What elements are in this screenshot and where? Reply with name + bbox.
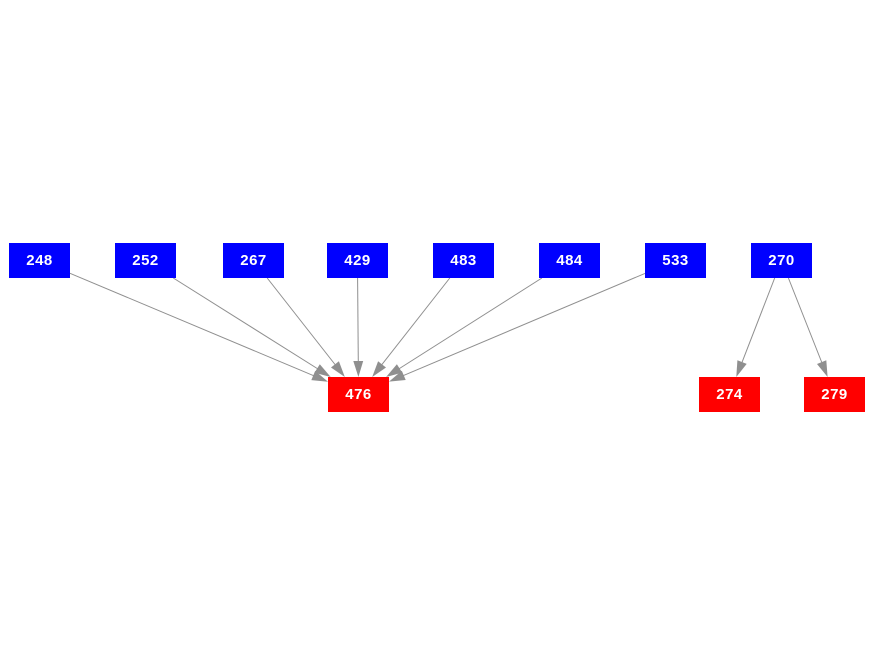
edge-arrowhead [386, 364, 403, 377]
edge-line [787, 277, 823, 365]
graph-edge [389, 272, 646, 382]
graph-node-476[interactable]: 476 [328, 377, 389, 412]
graph-node-248[interactable]: 248 [9, 243, 70, 278]
graph-node-label: 533 [662, 252, 689, 269]
graph-edge [386, 277, 543, 377]
graph-node-label: 279 [821, 386, 848, 403]
graph-node-279[interactable]: 279 [804, 377, 865, 412]
graph-node-label: 483 [450, 252, 477, 269]
graph-edge [736, 277, 776, 377]
graph-edge [787, 277, 828, 377]
edge-line [397, 277, 543, 370]
graph-node-484[interactable]: 484 [539, 243, 600, 278]
graph-edge [173, 277, 331, 377]
graph-edge [266, 277, 345, 377]
graph-node-label: 429 [344, 252, 371, 269]
graph-node-label: 274 [716, 386, 743, 403]
graph-node-label: 252 [132, 252, 159, 269]
graph-node-252[interactable]: 252 [115, 243, 176, 278]
graph-node-label: 248 [26, 252, 53, 269]
edge-line [357, 277, 359, 364]
edge-line [69, 272, 316, 377]
graph-node-429[interactable]: 429 [327, 243, 388, 278]
edge-arrowhead [389, 370, 406, 382]
graph-node-label: 476 [345, 386, 372, 403]
graph-node-270[interactable]: 270 [751, 243, 812, 278]
graph-node-267[interactable]: 267 [223, 243, 284, 278]
edge-line [173, 277, 320, 370]
edge-arrowhead [353, 361, 364, 377]
edge-arrowhead [331, 361, 345, 377]
edge-line [401, 272, 646, 377]
edge-line [380, 277, 451, 367]
edge-arrowhead [817, 360, 828, 377]
edge-arrowhead [372, 361, 386, 377]
graph-edge [372, 277, 451, 377]
graph-node-533[interactable]: 533 [645, 243, 706, 278]
graph-node-label: 484 [556, 252, 583, 269]
edge-arrowhead [314, 364, 331, 377]
graph-node-483[interactable]: 483 [433, 243, 494, 278]
graph-edge [353, 277, 364, 377]
graph-node-label: 267 [240, 252, 267, 269]
graph-node-274[interactable]: 274 [699, 377, 760, 412]
edge-arrowhead [311, 370, 328, 382]
graph-edge [69, 272, 328, 382]
edge-line [740, 277, 776, 365]
edge-line [266, 277, 337, 367]
graph-node-label: 270 [768, 252, 795, 269]
edge-arrowhead [736, 360, 747, 377]
